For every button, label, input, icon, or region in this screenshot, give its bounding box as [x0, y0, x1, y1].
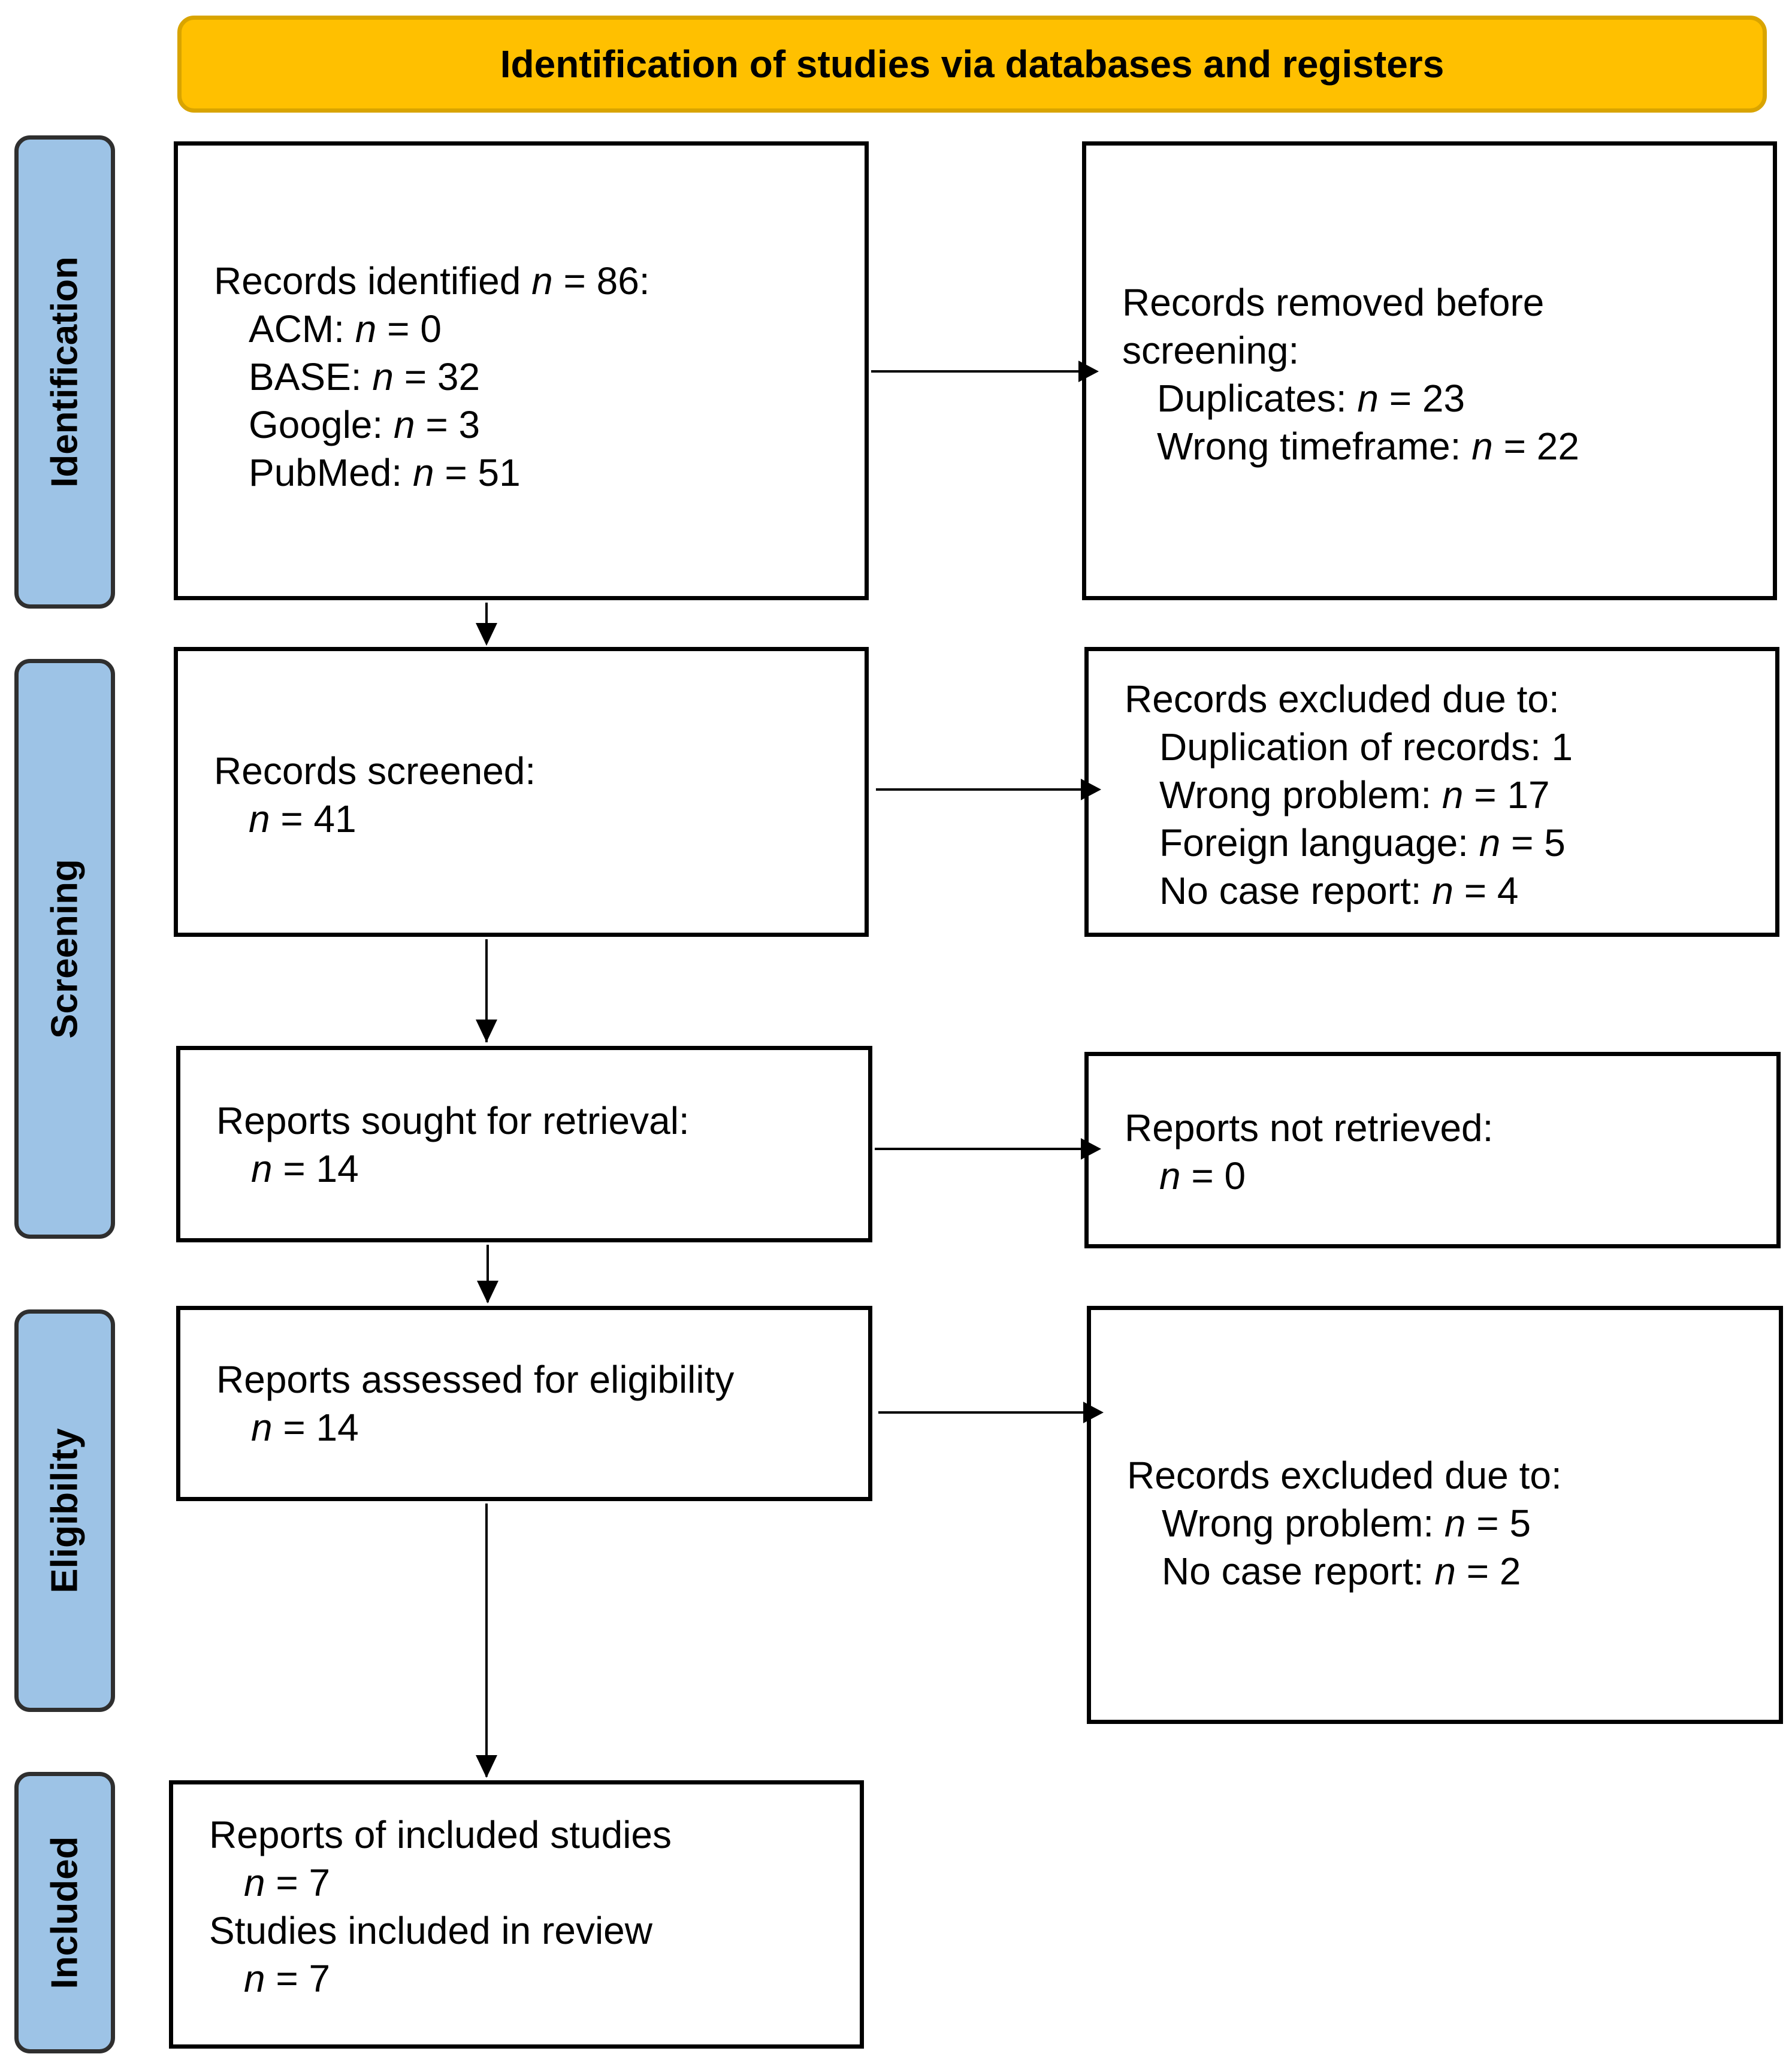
records-removed-title-2: screening:	[1122, 329, 1300, 372]
excluded-foreign-language: Foreign language: n = 5	[1159, 821, 1566, 864]
arrowhead-sought-to-not-retrieved	[1081, 1138, 1101, 1160]
records-screened-box: Records screened: n = 41	[174, 647, 869, 937]
records-screened-title: Records screened:	[214, 749, 536, 792]
reports-sought-content: Reports sought for retrieval: n = 14	[180, 1097, 868, 1193]
records-excluded-eligibility-content: Records excluded due to: Wrong problem: …	[1091, 1451, 1779, 1595]
reports-not-retrieved-count: n = 0	[1159, 1154, 1246, 1197]
arrowhead-sought-to-assessed	[477, 1281, 498, 1303]
reports-not-retrieved-title: Reports not retrieved:	[1125, 1106, 1494, 1150]
reports-assessed-count: n = 14	[251, 1406, 359, 1449]
included-studies-title: Studies included in review	[209, 1909, 652, 1952]
records-excluded-eligibility-box: Records excluded due to: Wrong problem: …	[1087, 1306, 1783, 1724]
source-base: BASE: n = 32	[249, 355, 481, 398]
records-identified-box: Records identified n = 86: ACM: n = 0 BA…	[174, 141, 869, 600]
records-excluded-eligibility-title: Records excluded due to:	[1127, 1454, 1562, 1497]
stage-eligibility: Eligibility	[14, 1309, 115, 1712]
reports-sought-title: Reports sought for retrieval:	[216, 1099, 690, 1142]
eligibility-wrong-problem: Wrong problem: n = 5	[1162, 1502, 1531, 1545]
records-excluded-screening-box: Records excluded due to: Duplication of …	[1084, 647, 1779, 937]
records-screened-count: n = 41	[249, 797, 356, 840]
source-acm: ACM: n = 0	[249, 307, 442, 350]
source-pubmed: PubMed: n = 51	[249, 451, 521, 494]
arrowhead-assessed-to-excluded	[1083, 1402, 1104, 1423]
included-content: Reports of included studies n = 7 Studie…	[173, 1811, 860, 2002]
arrowhead-screened-to-sought	[476, 1020, 497, 1042]
reports-not-retrieved-content: Reports not retrieved: n = 0	[1089, 1104, 1776, 1200]
records-excluded-screening-content: Records excluded due to: Duplication of …	[1089, 675, 1775, 915]
included-reports-count: n = 7	[244, 1861, 331, 1904]
included-box: Reports of included studies n = 7 Studie…	[169, 1780, 864, 2049]
records-identified-title: Records identified n = 86:	[214, 259, 650, 303]
arrowhead-identified-to-screened	[476, 623, 497, 646]
reports-assessed-title: Reports assessed for eligibility	[216, 1358, 735, 1401]
arrowhead-screened-to-excluded	[1081, 779, 1101, 800]
excluded-no-case-report: No case report: n = 4	[1159, 869, 1519, 912]
reports-assessed-box: Reports assessed for eligibility n = 14	[176, 1306, 872, 1501]
reports-sought-box: Reports sought for retrieval: n = 14	[176, 1046, 872, 1242]
header-title: Identification of studies via databases …	[500, 43, 1445, 86]
records-identified-content: Records identified n = 86: ACM: n = 0 BA…	[178, 257, 865, 497]
removed-duplicates: Duplicates: n = 23	[1157, 377, 1465, 420]
stage-screening: Screening	[14, 659, 115, 1239]
reports-sought-count: n = 14	[251, 1147, 359, 1190]
stage-included: Included	[14, 1772, 115, 2053]
excluded-wrong-problem: Wrong problem: n = 17	[1159, 773, 1550, 816]
arrowhead-identified-to-removed	[1078, 361, 1099, 382]
removed-wrong-timeframe: Wrong timeframe: n = 22	[1157, 425, 1579, 468]
reports-assessed-content: Reports assessed for eligibility n = 14	[180, 1356, 868, 1451]
records-removed-box: Records removed before screening: Duplic…	[1082, 141, 1777, 600]
records-removed-content: Records removed before screening: Duplic…	[1086, 279, 1773, 470]
records-excluded-screening-title: Records excluded due to:	[1125, 677, 1560, 721]
records-removed-title-1: Records removed before	[1122, 281, 1545, 324]
identification-header: Identification of studies via databases …	[177, 16, 1767, 113]
excluded-duplication: Duplication of records: 1	[1159, 725, 1573, 769]
eligibility-no-case-report: No case report: n = 2	[1162, 1550, 1521, 1593]
source-google: Google: n = 3	[249, 403, 481, 446]
reports-not-retrieved-box: Reports not retrieved: n = 0	[1084, 1052, 1781, 1248]
included-studies-count: n = 7	[244, 1957, 331, 2000]
stage-identification: Identification	[14, 135, 115, 609]
arrowhead-assessed-to-included	[476, 1755, 497, 1778]
records-screened-content: Records screened: n = 41	[178, 747, 865, 843]
included-reports-title: Reports of included studies	[209, 1813, 672, 1856]
